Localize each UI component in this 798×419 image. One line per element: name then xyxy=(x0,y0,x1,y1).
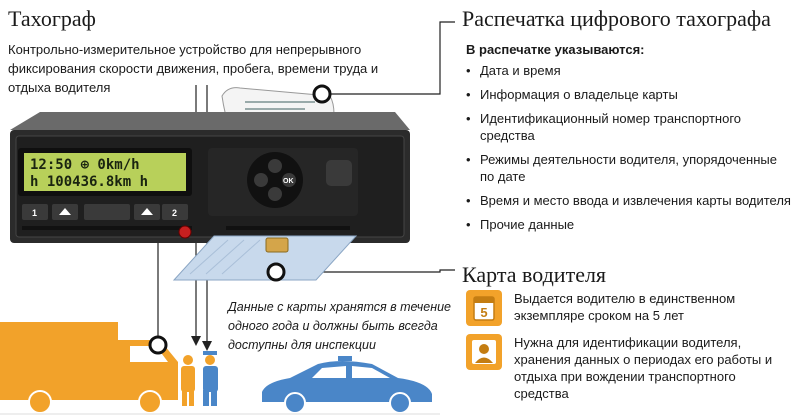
eject-icon xyxy=(141,208,153,215)
lcd-screen xyxy=(24,153,186,191)
driver-card-title: Карта водителя xyxy=(462,262,607,287)
card-purpose-text: Нужна для идентификации водителя, хранен… xyxy=(514,335,773,401)
lcd-line-1: 12:50 ⊕ 0km/h xyxy=(30,157,140,173)
storage-note: Данные с карты хранятся в течение одного… xyxy=(228,300,451,352)
tachograph-description: Контрольно-измерительное устройство для … xyxy=(8,42,379,95)
card-slot-1 xyxy=(22,226,192,230)
calendar-badge: 5 xyxy=(480,305,487,320)
calendar-icon: 5 xyxy=(466,290,502,326)
button-row: 1 2 xyxy=(22,204,188,220)
person-id-icon xyxy=(466,334,502,370)
list-item: Прочие данные xyxy=(466,216,791,233)
card-slot-2-button[interactable] xyxy=(162,204,188,220)
police-officer-icon xyxy=(203,351,218,406)
print-button[interactable] xyxy=(326,160,352,186)
power-led xyxy=(178,225,192,239)
device-top xyxy=(10,112,410,130)
nav-pad xyxy=(247,152,303,208)
card-chip-icon xyxy=(265,237,289,253)
up-button[interactable] xyxy=(268,159,282,173)
center-button[interactable] xyxy=(84,204,130,220)
list-item: Время и место ввода и извлечения карты в… xyxy=(466,192,791,209)
button-2-label: 2 xyxy=(172,208,177,218)
printout-list: Дата и время Информация о владельце карт… xyxy=(466,62,791,240)
back-button[interactable] xyxy=(254,173,268,187)
card-pointer-line xyxy=(282,269,455,273)
driver-figure-icon xyxy=(181,355,195,406)
card-validity-row: 5 Выдается водителю в единственном экзем… xyxy=(466,290,796,330)
printout-title: Распечатка цифрового тахографа xyxy=(462,6,771,31)
list-item: Режимы деятельности водителя, упорядочен… xyxy=(466,151,791,185)
arrow-down-icon xyxy=(202,341,212,351)
button-1-label: 1 xyxy=(32,208,37,218)
truck-marker xyxy=(148,335,168,355)
card-validity-text: Выдается водителю в единственном экземпл… xyxy=(514,291,736,323)
police-car-icon xyxy=(262,356,432,414)
printout-subhead: В распечатке указываются: xyxy=(466,42,645,57)
list-item: Идентификационный номер транспортного ср… xyxy=(466,110,791,144)
arrow-down-icon xyxy=(191,336,201,346)
printout-marker xyxy=(312,84,332,104)
card-marker xyxy=(266,262,286,282)
tachograph-title: Тахограф xyxy=(8,6,96,31)
down-button[interactable] xyxy=(268,187,282,201)
card-slot-2 xyxy=(226,226,350,230)
eject-icon xyxy=(59,208,71,215)
ok-label: OK xyxy=(283,178,294,185)
card-slot-1-button[interactable] xyxy=(22,204,48,220)
printout-pointer-line xyxy=(330,21,455,95)
list-item: Информация о владельце карты xyxy=(466,86,791,103)
truck-icon xyxy=(0,322,178,414)
lcd-line-2: h 100436.8km h xyxy=(30,174,148,190)
card-purpose-row: Нужна для идентификации водителя, хранен… xyxy=(466,334,796,404)
ok-button[interactable] xyxy=(282,173,296,187)
card-stripes xyxy=(189,239,261,275)
list-item: Дата и время xyxy=(466,62,791,79)
